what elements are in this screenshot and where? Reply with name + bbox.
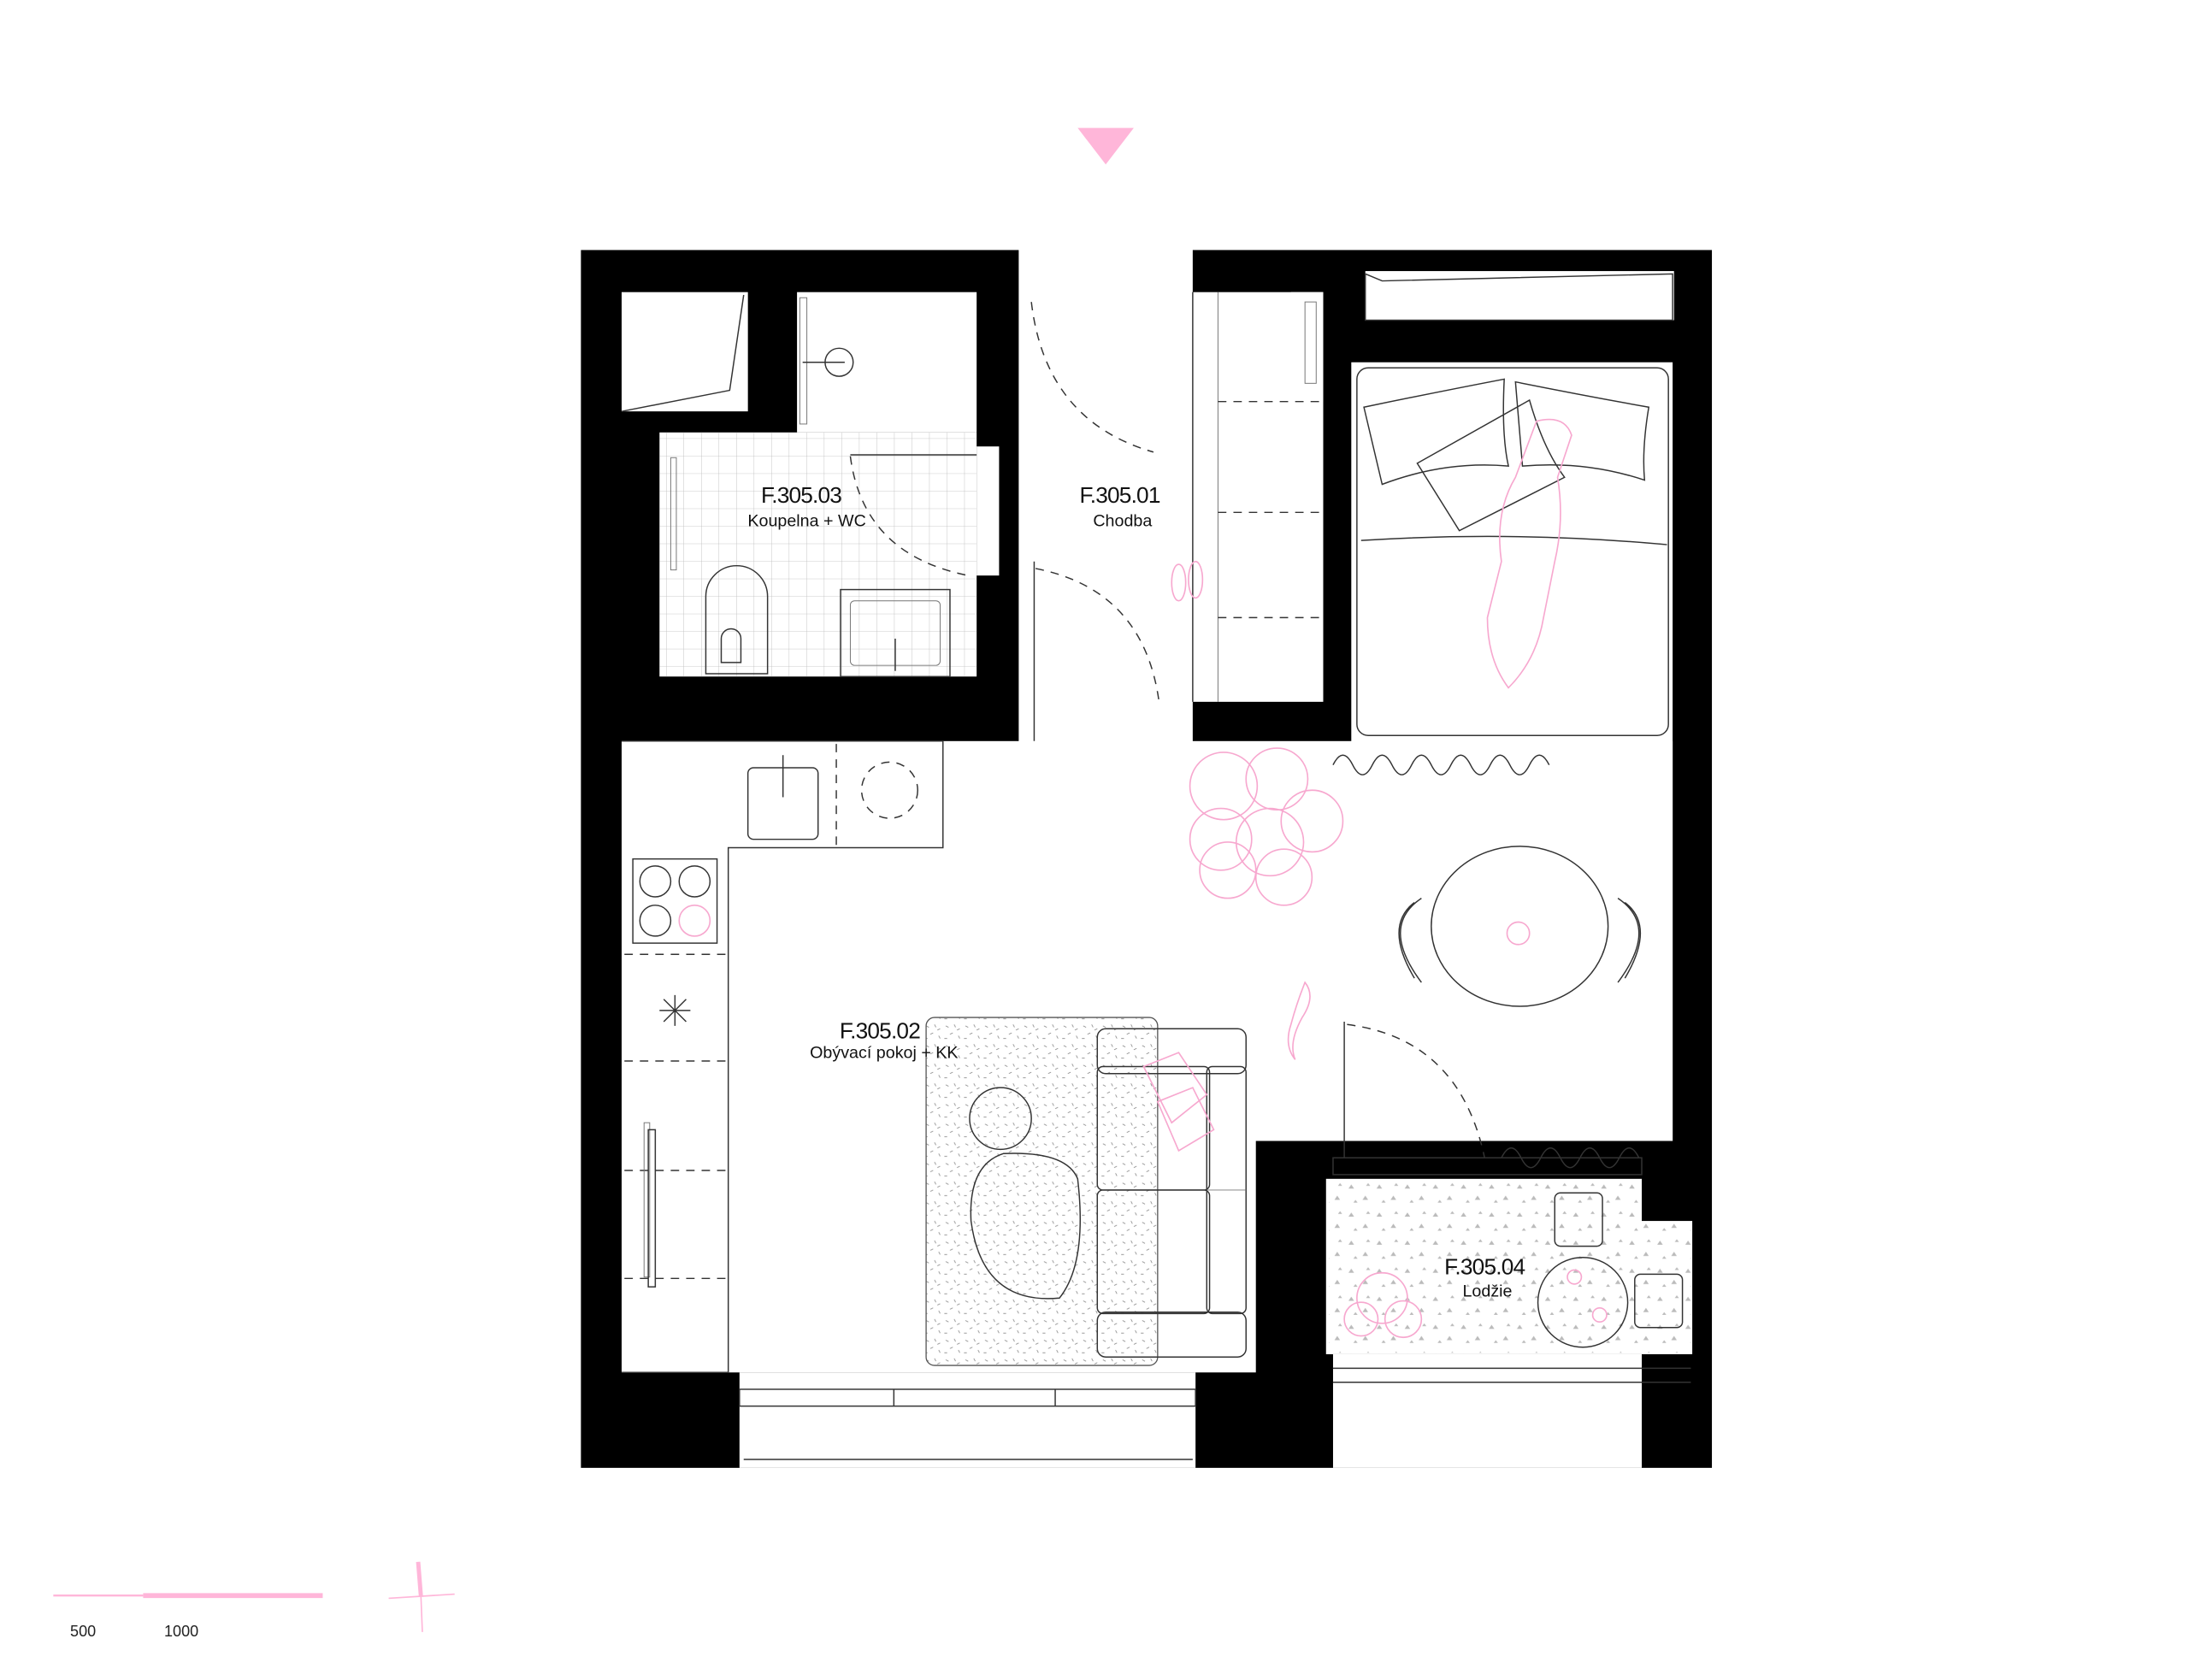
room-name: Chodba: [1093, 512, 1152, 531]
room-code: F.305.03: [761, 482, 841, 508]
room-code: F.305.01: [1079, 482, 1159, 508]
potted-plant-icon: [1343, 1271, 1423, 1339]
room-name: Koupelna + WC: [747, 512, 865, 531]
room-label-corridor: F.305.01 Chodba: [1079, 482, 1160, 531]
cat-icon: [1287, 981, 1311, 1060]
monstera-plant-icon: [1189, 747, 1344, 906]
ceiling-light-icon: [659, 994, 691, 1026]
kitchenette: [621, 740, 944, 1374]
scale-label-1000: 1000: [164, 1623, 198, 1640]
room-label-loggia: F.305.04 Lodžie: [1444, 1253, 1525, 1300]
room-label-living-room: F.305.02 Obývací pokoj + KK: [810, 1018, 958, 1063]
slippers-icon: [1171, 560, 1204, 602]
bathroom: [621, 294, 977, 678]
loggia: [1329, 1178, 1693, 1383]
north-arrow-icon: [388, 1561, 455, 1632]
bedroom: [1332, 273, 1673, 775]
entrance-arrow-icon: [1077, 127, 1134, 165]
scale-bar: 500 1000: [53, 1593, 323, 1640]
room-name: Obývací pokoj + KK: [810, 1044, 958, 1063]
room-label-bathroom: F.305.03 Koupelna + WC: [747, 482, 865, 531]
sleeping-person-icon: [1486, 418, 1572, 689]
scale-label-500: 500: [70, 1623, 96, 1640]
room-name: Lodžie: [1462, 1282, 1512, 1301]
corridor: [1030, 292, 1324, 741]
living-area: [739, 747, 1643, 1460]
room-code: F.305.04: [1444, 1253, 1525, 1279]
room-code: F.305.02: [840, 1018, 920, 1044]
